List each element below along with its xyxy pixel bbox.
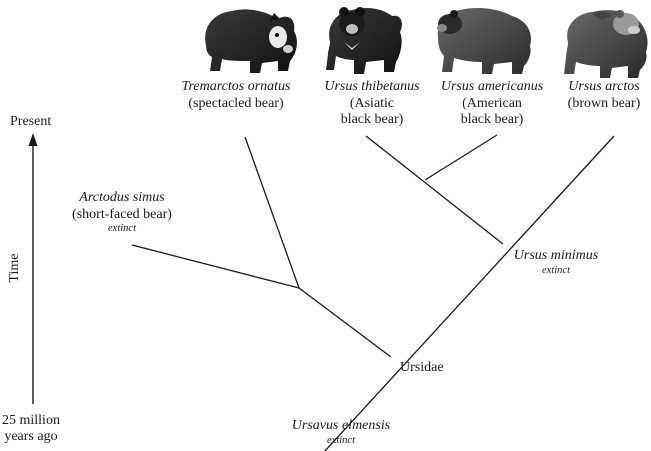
tremarctos-label: Tremarctos ornatus (spectacled bear) <box>176 79 296 112</box>
time-axis-arrowhead <box>28 133 38 146</box>
minimus-species-name: Ursus minimus <box>513 248 599 263</box>
tremarctos-species-name: Tremarctos ornatus <box>181 79 291 94</box>
elmensis-extinct-tag: extinct <box>327 434 355 446</box>
thibetanus-label: Ursus thibetanus (Asiatic black bear) <box>316 79 428 129</box>
arctos-common-name: (brown bear) <box>567 95 641 111</box>
arctodus-common-name: (short-faced bear) <box>72 206 172 222</box>
thibetanus-common-name-line1: (Asiatic <box>349 95 395 111</box>
ursidae-label: Ursidae <box>400 360 444 375</box>
tremarctos-common-name: (spectacled bear) <box>188 95 284 111</box>
arctos-species-name: Ursus arctos <box>568 79 640 94</box>
time-axis <box>28 133 38 404</box>
americanus-common-name-line1: (American <box>462 95 522 111</box>
branch-to-arctodus <box>131 244 300 289</box>
axis-present-label: Present <box>10 114 52 129</box>
branches <box>131 134 615 451</box>
branch-root-to-arctos <box>324 135 615 451</box>
axis-title: Time <box>6 253 22 283</box>
minimus-label: Ursus minimus extinct <box>506 248 606 277</box>
axis-bottom-label: 25 million years ago <box>2 413 60 445</box>
axis-bottom-label-line1: 25 million <box>2 413 60 428</box>
minimus-extinct-tag: extinct <box>542 264 570 276</box>
arctodus-species-name: Arctodus simus <box>79 190 165 205</box>
axis-bottom-label-line2: years ago <box>4 429 58 445</box>
asiatic-black-bear-illustration <box>326 7 402 74</box>
brown-bear-illustration <box>564 10 648 78</box>
elmensis-label: Ursavus elmensis extinct <box>283 418 399 447</box>
branch-to-tremarctos <box>244 136 300 289</box>
american-black-bear-illustration <box>437 8 532 74</box>
spectacled-bear-illustration <box>205 9 297 74</box>
americanus-label: Ursus americanus (American black bear) <box>433 79 551 129</box>
arctos-label: Ursus arctos (brown bear) <box>557 79 651 112</box>
thibetanus-species-name: Ursus thibetanus <box>324 79 420 94</box>
thibetanus-common-name-line2: black bear) <box>340 112 404 128</box>
arctodus-label: Arctodus simus (short-faced bear) extinc… <box>62 190 182 235</box>
americanus-common-name-line2: black bear) <box>460 112 524 128</box>
branch-to-americanus <box>424 134 498 181</box>
branch-ursidae-to-tremarctine-node <box>298 287 392 358</box>
branch-to-thibetanus <box>365 135 504 245</box>
americanus-species-name: Ursus americanus <box>440 79 544 94</box>
elmensis-species-name: Ursavus elmensis <box>291 418 391 433</box>
arctodus-extinct-tag: extinct <box>108 223 136 235</box>
